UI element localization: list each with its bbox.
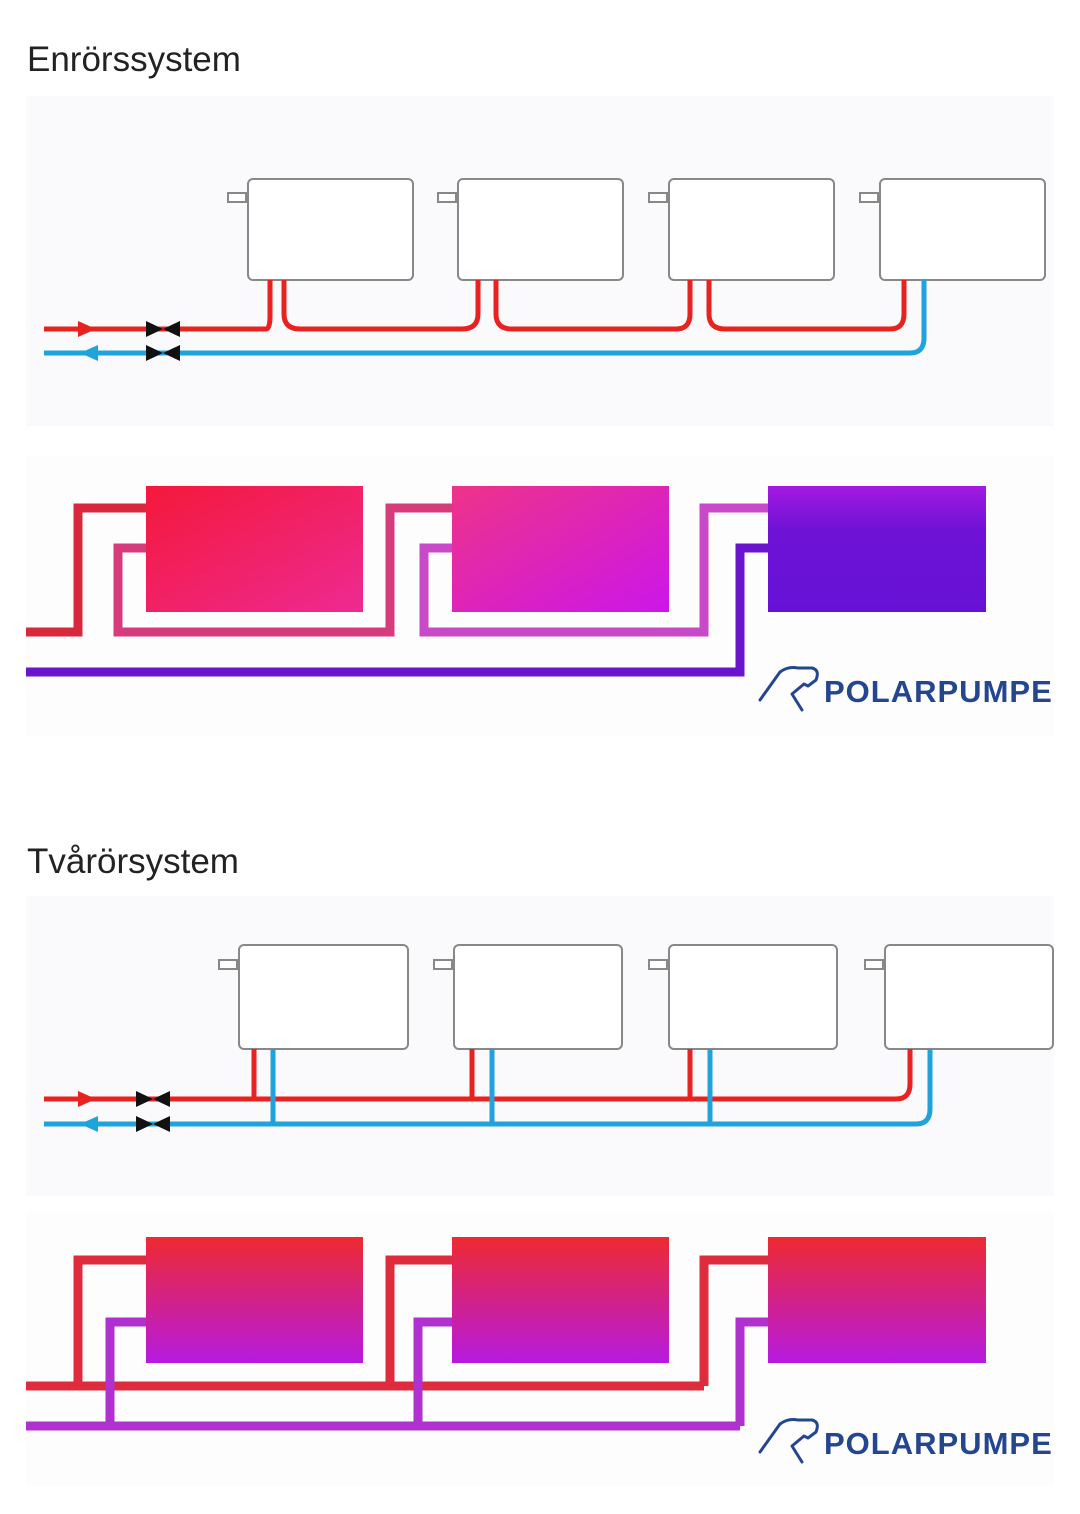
one-pipe-svg: POLARPUMPEN: [26, 96, 1054, 736]
radiator-valve: [648, 192, 668, 203]
radiator-valve: [859, 192, 879, 203]
radiator: [453, 944, 623, 1050]
return-pipe: [44, 1049, 933, 1127]
logo-text: POLARPUMPEN: [824, 1426, 1054, 1461]
radiator: [884, 944, 1054, 1050]
radiator: [768, 1237, 986, 1363]
return-arrow-icon: [80, 345, 98, 361]
radiator-valve: [648, 959, 668, 970]
supply-pipe: [44, 1049, 913, 1102]
radiator-valve: [864, 959, 884, 970]
one-pipe-diagram: POLARPUMPEN: [26, 96, 1054, 736]
section-title-two-pipe: Tvårörsystem: [27, 842, 239, 881]
section-title-one-pipe: Enrörssystem: [27, 40, 241, 79]
radiator-valve: [433, 959, 453, 970]
radiator: [146, 1237, 363, 1363]
valve-icon: [146, 321, 180, 361]
supply-pipe: [281, 280, 481, 332]
supply-pipe: [706, 280, 907, 332]
two-pipe-svg: POLARPUMPEN: [26, 896, 1054, 1486]
valve-icon: [136, 1091, 170, 1132]
supply-branch: [699, 1255, 768, 1386]
supply-arrow-icon: [78, 321, 96, 337]
two-pipe-diagram: POLARPUMPEN: [26, 896, 1054, 1486]
logo-text: POLARPUMPEN: [824, 674, 1054, 709]
return-branch: [105, 1317, 146, 1426]
radiator-cool: [768, 486, 986, 612]
supply-pipe: [493, 280, 693, 332]
radiator-valve: [227, 192, 247, 203]
radiator: [238, 944, 409, 1050]
return-arrow-icon: [80, 1116, 98, 1132]
radiator: [879, 178, 1046, 281]
supply-branch: [73, 1255, 146, 1386]
radiator: [668, 944, 838, 1050]
radiator: [668, 178, 835, 281]
return-branch: [413, 1317, 452, 1426]
series-pipe: [113, 503, 452, 637]
supply-arrow-icon: [78, 1091, 96, 1107]
polar-bear-icon: [758, 1418, 819, 1464]
radiator: [452, 1237, 669, 1363]
return-branch: [735, 1317, 768, 1426]
polar-bear-icon: [758, 666, 819, 712]
series-pipe: [419, 503, 768, 637]
radiator-warm: [452, 486, 669, 612]
radiator-valve: [437, 192, 457, 203]
supply-pipe: [26, 503, 146, 637]
radiator: [247, 178, 414, 281]
supply-pipe: [44, 280, 273, 332]
radiator-valve: [218, 959, 238, 970]
return-pipe: [26, 543, 768, 677]
radiator: [457, 178, 624, 281]
radiator-hot: [146, 486, 363, 612]
supply-branch: [385, 1255, 452, 1386]
return-pipe: [44, 280, 927, 356]
